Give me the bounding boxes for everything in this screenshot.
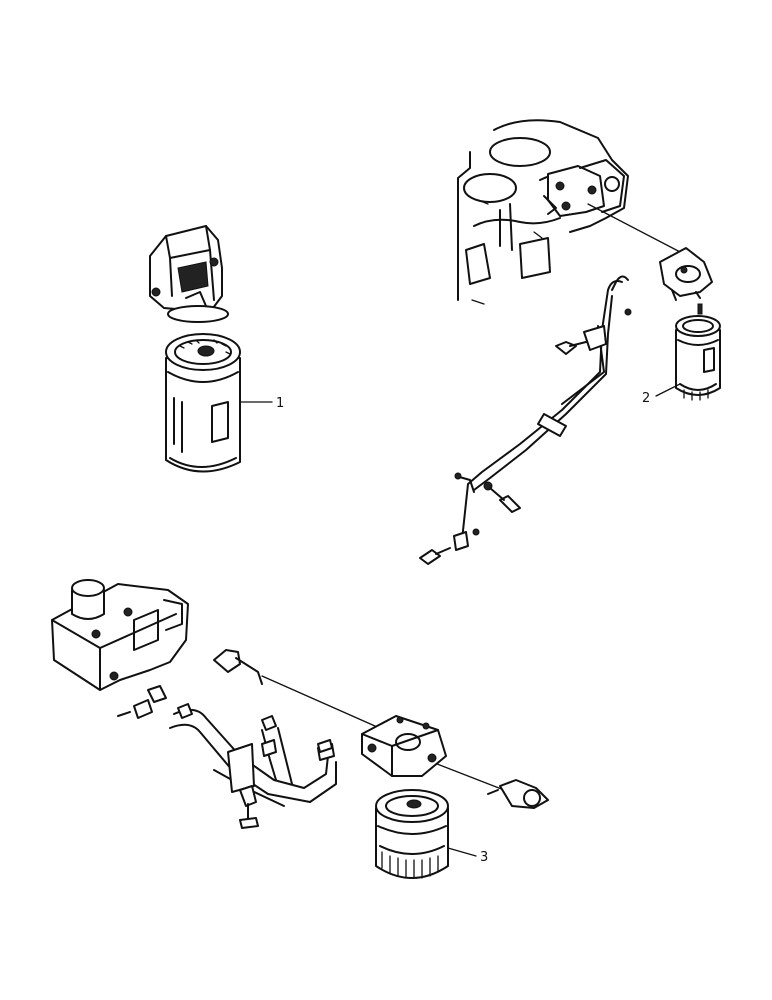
engine-block-3 <box>51 579 189 691</box>
filter-head-3 <box>361 715 447 777</box>
oil-filter-3 <box>375 789 449 879</box>
engine-block <box>457 119 629 305</box>
leader-3 <box>447 847 477 857</box>
filter-head-1 <box>149 225 229 323</box>
mounting-line-2 <box>587 203 685 255</box>
filter-head-2 <box>659 247 713 315</box>
oil-filter-1 <box>165 333 241 473</box>
callout-1: 1 <box>276 396 284 411</box>
oil-filter-2 <box>675 315 721 401</box>
mounting-line-3b <box>431 761 505 791</box>
callout-3: 3 <box>480 850 488 865</box>
mounting-line-3 <box>261 675 385 731</box>
oil-pipes-2 <box>453 275 629 551</box>
fittings-3 <box>117 649 333 829</box>
leader-2 <box>655 383 681 397</box>
bolts-2 <box>419 308 632 565</box>
drain-plug-3 <box>487 779 549 809</box>
callout-2: 2 <box>642 391 650 406</box>
assembly-3: 3 <box>51 579 549 879</box>
assembly-2: 2 <box>419 119 721 565</box>
assembly-1: 1 <box>149 225 284 473</box>
